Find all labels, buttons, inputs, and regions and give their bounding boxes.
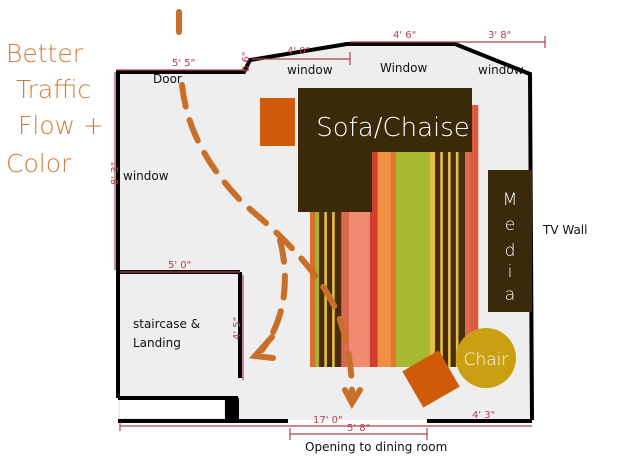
svg-text:Better: Better — [6, 39, 84, 68]
rug-stripe — [448, 105, 451, 367]
dim-jog: 0.6" — [241, 51, 252, 72]
rug-stripe — [326, 105, 333, 367]
chair-label: Chair — [464, 350, 509, 370]
rug-stripe — [332, 105, 336, 367]
svg-text:Flow +: Flow + — [18, 111, 104, 140]
rug-stripe — [470, 105, 479, 367]
rug-stripe — [310, 105, 316, 367]
rug-stripe — [429, 105, 436, 367]
svg-text:i: i — [508, 262, 513, 282]
title: Better Traffic Flow + Color — [6, 39, 104, 178]
svg-text:M: M — [503, 190, 518, 210]
staircase-label-2: Landing — [133, 336, 181, 350]
dim-top-seg1: 4' 0" — [287, 46, 310, 57]
tv-wall-label: TV Wall — [542, 223, 587, 237]
media-unit — [488, 170, 532, 312]
sofa-label: Sofa/Chaise — [316, 113, 470, 143]
staircase-area — [120, 274, 238, 396]
below-stairs — [120, 400, 224, 418]
rug-stripe — [450, 105, 457, 367]
arrowheads — [248, 334, 363, 410]
rug-stripe — [315, 105, 320, 367]
dimension-lines — [114, 36, 546, 440]
rug-stripe — [334, 105, 342, 367]
side-table — [402, 350, 460, 408]
dim-top-seg2: 4' 6" — [393, 30, 416, 41]
window-label-top2: Window — [380, 61, 428, 75]
dim-top-left: 5' 5" — [172, 58, 195, 69]
rug-stripe — [455, 105, 459, 367]
dim-bottom-total: 17' 0" — [313, 415, 343, 426]
media-label: M e d i a — [503, 190, 518, 305]
dim-top-seg3: 3' 8" — [488, 30, 511, 41]
svg-text:Color: Color — [6, 149, 72, 178]
svg-text:e: e — [505, 215, 515, 235]
svg-text:Traffic: Traffic — [16, 75, 91, 104]
traffic-flow-arrows — [176, 9, 355, 398]
staircase-label-1: staircase & — [133, 317, 200, 331]
dim-stair-depth: 4' 5" — [232, 317, 243, 340]
rug-stripe — [324, 105, 328, 367]
rug-stripe — [458, 105, 466, 367]
rug-stripe — [377, 105, 392, 367]
chair — [456, 328, 516, 388]
rug-stripe — [440, 105, 444, 367]
dim-bottom-right: 4' 3" — [472, 410, 495, 421]
svg-text:a: a — [505, 285, 515, 305]
dim-opening: 5' 8" — [347, 423, 370, 434]
dim-left: 8' 3" — [110, 162, 121, 185]
ottoman — [260, 98, 295, 146]
window-label-top3: window — [478, 63, 524, 77]
rug-stripe — [464, 105, 471, 367]
svg-text:d: d — [505, 241, 516, 261]
sofa-chaise — [298, 88, 472, 212]
rug-stripe — [319, 105, 325, 367]
window-label-top1: window — [287, 63, 333, 77]
rug-stripe — [369, 105, 379, 367]
opening-label: Opening to dining room — [305, 440, 447, 454]
door-label: Door — [153, 72, 182, 86]
wall-pillar — [225, 398, 239, 421]
rug-stripe — [442, 105, 449, 367]
rug-stripe — [435, 105, 441, 367]
dim-stair-width: 5' 0" — [168, 260, 191, 271]
window-label-left: window — [123, 169, 169, 183]
rug-stripe — [390, 105, 397, 367]
rug-stripe — [341, 105, 350, 367]
